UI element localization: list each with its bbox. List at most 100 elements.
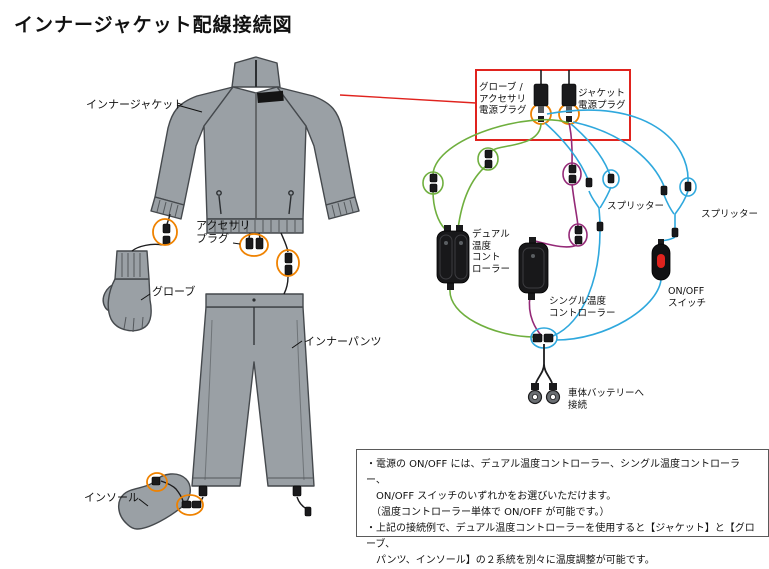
highlight-accessory-plug (239, 233, 269, 257)
green-wire (449, 288, 534, 338)
connector-plug (684, 181, 692, 192)
label-dual-controller: デュアル 温度 コント ローラー (472, 229, 511, 275)
single-controller-body (518, 242, 549, 294)
connector-plug (304, 506, 312, 517)
green-wire (432, 119, 570, 175)
blue-wire (546, 109, 689, 183)
dual-temperature-controller (436, 225, 470, 290)
jacket-power-cord (280, 232, 289, 295)
splitter1-y (588, 186, 612, 223)
power-plugs (533, 70, 577, 122)
connector-plug (568, 174, 577, 184)
jacket-illustration (150, 56, 360, 234)
detail-callout (339, 69, 631, 141)
green-dual-controller-circuit (422, 119, 570, 338)
jacket-chest-patch (256, 90, 284, 103)
pants-illustration (191, 293, 315, 487)
connector-plug (543, 333, 554, 343)
connector-plug (568, 164, 577, 174)
battery-harness (527, 333, 561, 405)
label-onoff-switch: ON/OFF スイッチ (668, 286, 707, 309)
label-insole: インソール (84, 491, 139, 504)
glove-illustration (102, 250, 152, 333)
highlight-jacket-cord-connection (276, 249, 300, 277)
single-temperature-controller (518, 237, 549, 300)
callout-leader-line (339, 94, 477, 104)
onoff-switch (651, 239, 671, 281)
switch-red-button (657, 254, 665, 268)
label-glove: グローブ (152, 285, 196, 298)
highlight-blue-connector-1 (602, 169, 620, 189)
connector-plug (607, 173, 615, 184)
blue-wire (544, 122, 590, 183)
highlight-green-connector-1 (477, 147, 499, 171)
battery-wire (535, 344, 553, 384)
label-splitter-1: スプリッター (607, 201, 665, 212)
blue-splitter-circuit (530, 109, 697, 349)
connector-plug (198, 485, 208, 497)
connector-plug (429, 173, 438, 183)
page-title: インナージャケット配線接続図 (14, 14, 293, 36)
diagram-canvas (102, 56, 697, 530)
connector-plug (181, 500, 192, 509)
glove-power-plug (533, 83, 549, 107)
highlight-glove-connection (152, 218, 178, 246)
label-jacket-power-plug: ジャケット 電源プラグ (578, 88, 626, 111)
connector-plug (484, 149, 493, 159)
green-wire (432, 190, 446, 230)
highlight-insole-plug (146, 472, 168, 492)
wiring-diagram: インナージャケット配線接続図 インナージャケット アクセサリ プラグ グローブ … (14, 14, 769, 566)
connector-plug (162, 223, 171, 234)
garment-connectors (151, 223, 312, 517)
blue-wire (570, 123, 612, 179)
connector-plug (671, 227, 679, 238)
jacket-right-sleeve (276, 86, 356, 206)
jacket-power-plug (561, 83, 577, 107)
pants-legs (191, 306, 315, 487)
insole-shape (118, 473, 191, 530)
connector-plug (191, 500, 202, 509)
connector-plug (532, 333, 543, 343)
label-inner-pants: インナーパンツ (304, 335, 382, 348)
connector-plug (574, 225, 583, 235)
glove-wire (131, 243, 163, 252)
highlight-blue-connector-2 (679, 177, 697, 197)
glove-hand (107, 278, 152, 332)
insole-illustration (118, 473, 191, 530)
connector-plug (245, 237, 254, 250)
notes-box: ・電源の ON/OFF には、デュアル温度コントローラー、シングル温度コントロー… (356, 449, 769, 566)
green-wire (457, 165, 487, 230)
purple-wire (568, 122, 573, 166)
jacket-rib-hatch (156, 199, 354, 232)
label-leader-lines (138, 104, 303, 507)
blue-wire (572, 121, 665, 187)
highlight-green-connector-2 (422, 171, 444, 195)
connector-plug (255, 237, 264, 250)
pants-button (252, 298, 256, 302)
glove-cuff-hatch (121, 253, 141, 277)
label-inner-jacket: インナージャケット (86, 98, 185, 111)
label-splitter-2: スプリッター (701, 209, 759, 220)
purple-wire (571, 183, 579, 227)
connector-plug (660, 185, 668, 196)
connector-plug (429, 183, 438, 193)
highlight-purple-connector-1 (562, 162, 582, 186)
label-accessory-plug: アクセサリ プラグ (196, 219, 251, 245)
label-glove-accessory-power-plug: グローブ / アクセサリ 電源プラグ (479, 82, 527, 117)
purple-wire (534, 240, 578, 248)
blue-wire (552, 230, 601, 337)
connector-plug (574, 235, 583, 245)
dual-controller-body (436, 230, 470, 284)
label-single-controller: シングル温度 コントローラー (549, 296, 616, 319)
connector-plug (585, 177, 593, 188)
connector-plug (484, 159, 493, 169)
callout-box (475, 69, 631, 141)
connector-plug (284, 252, 293, 264)
glove-cuff (114, 250, 150, 280)
highlight-insole-connection (176, 494, 204, 516)
jacket-left-sleeve (154, 86, 234, 206)
label-battery-connection: 車体バッテリーへ 接続 (568, 388, 645, 411)
blue-wire (555, 279, 662, 341)
connector-plug (284, 264, 293, 276)
jacket-pocket-zips (216, 190, 294, 215)
